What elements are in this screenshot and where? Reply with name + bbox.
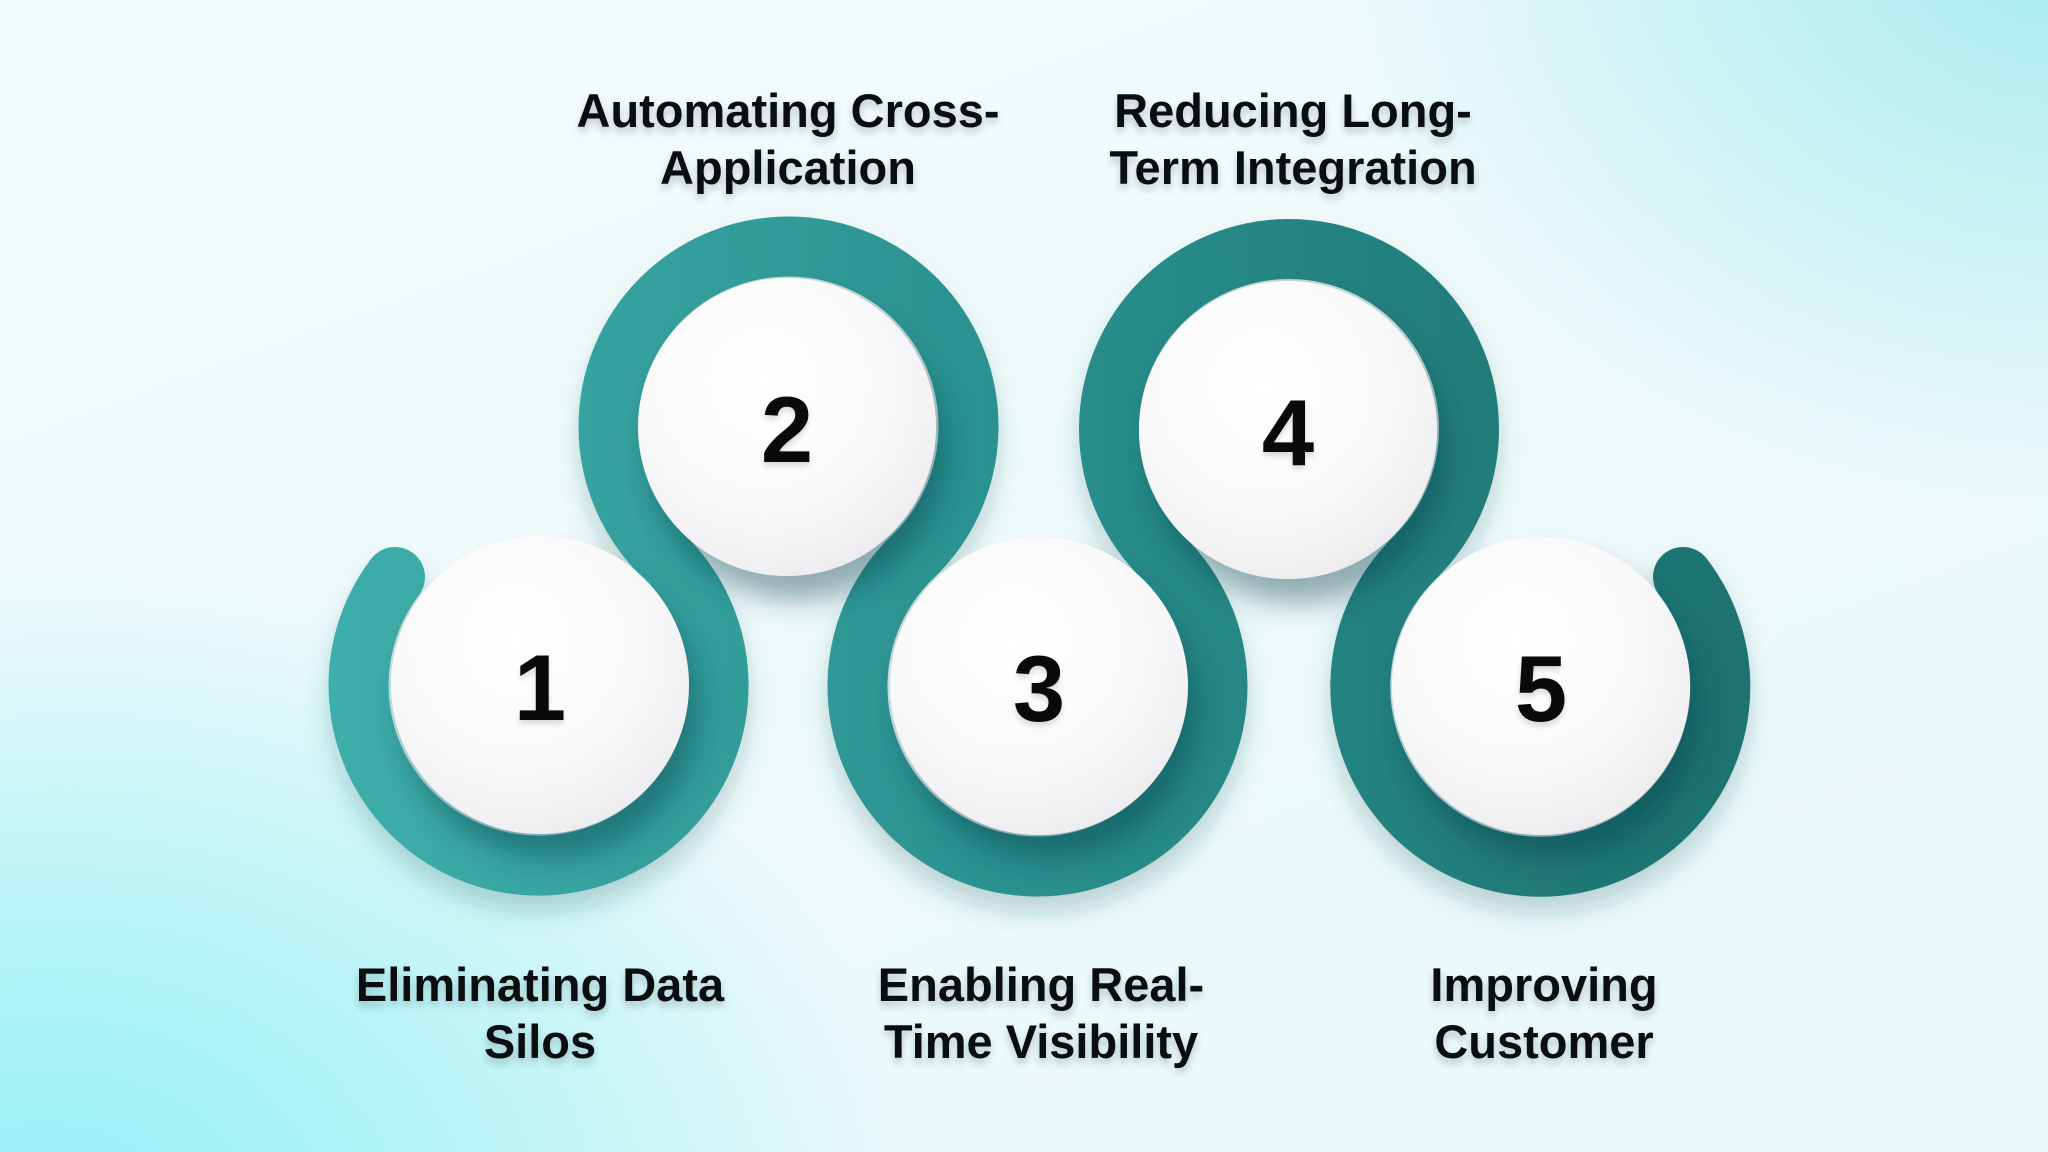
- step-label-5: Improving Customer: [1430, 956, 1657, 1070]
- step-label-3-line1: Enabling Real-: [877, 958, 1205, 1011]
- step-circle-4: [1139, 281, 1437, 579]
- step-label-3-line2: Time Visibility: [883, 1015, 1199, 1068]
- step-number-4: 4: [1261, 380, 1315, 485]
- step-label-5-line2: Customer: [1434, 1015, 1654, 1068]
- step-label-1-line2: Silos: [483, 1015, 597, 1068]
- step-label-4-line1: Reducing Long-: [1114, 84, 1472, 137]
- step-label-4-line2: Term Integration: [1109, 141, 1477, 194]
- step-label-1-line1: Eliminating Data: [355, 958, 725, 1011]
- step-number-3: 3: [1012, 636, 1066, 741]
- step-number-2: 2: [760, 377, 814, 482]
- step-label-2-line1: Automating Cross-: [576, 84, 1000, 137]
- step-number-5: 5: [1514, 636, 1568, 741]
- step-circle-1: [391, 536, 689, 834]
- step-label-3: Enabling Real- Time Visibility: [878, 956, 1204, 1070]
- step-circle-5: [1392, 537, 1690, 835]
- serpentine-ribbon: [328, 216, 1751, 897]
- step-label-1: Eliminating Data Silos: [356, 956, 724, 1070]
- step-circle-3: [890, 537, 1188, 835]
- step-label-5-line1: Improving: [1430, 958, 1658, 1011]
- step-label-2-line2: Application: [660, 141, 916, 194]
- step-label-4: Reducing Long- Term Integration: [1109, 82, 1476, 196]
- step-label-2: Automating Cross- Application: [577, 82, 1000, 196]
- step-circle-2: [638, 278, 936, 576]
- step-number-1: 1: [513, 635, 567, 740]
